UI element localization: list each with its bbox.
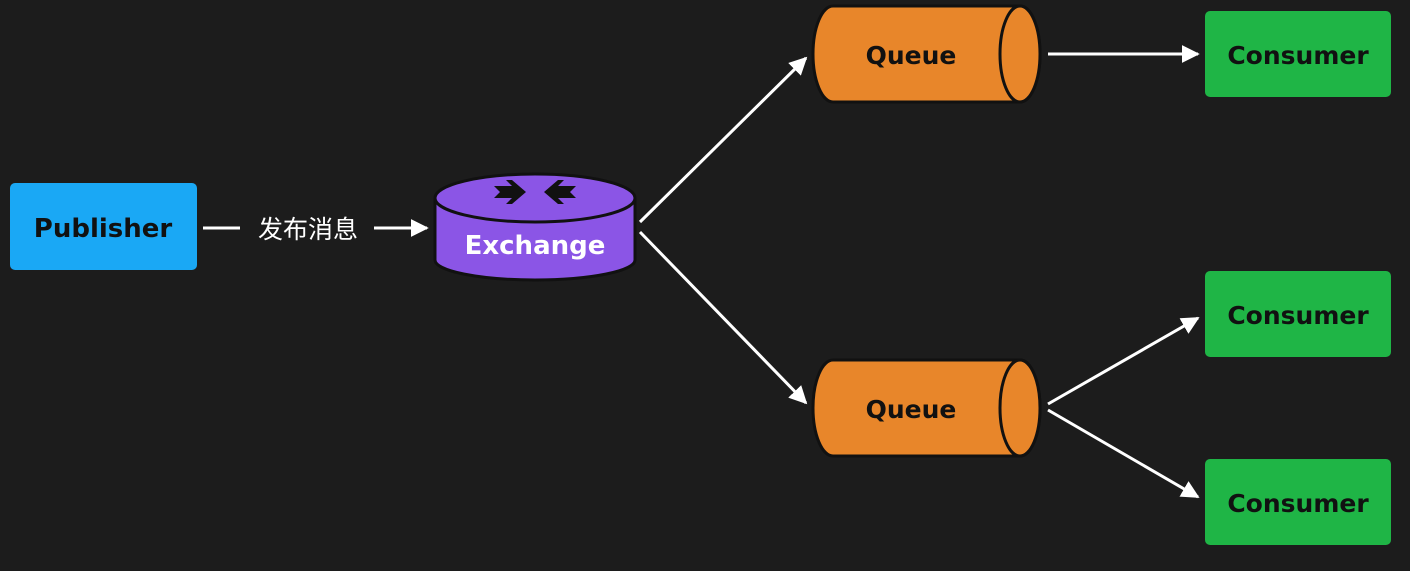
consumer-2-label: Consumer — [1227, 301, 1369, 330]
exchange-label: Exchange — [465, 231, 606, 261]
publisher-node: Publisher — [10, 183, 197, 270]
publish-edge-label: 发布消息 — [258, 215, 358, 244]
consumer-node-1: Consumer — [1205, 11, 1391, 97]
exchange-to-queue-1-arrow — [638, 56, 808, 224]
exchange-node: Exchange — [433, 172, 637, 282]
queue-node-2: Queue — [811, 358, 1042, 458]
queue-2-label: Queue — [866, 395, 957, 424]
queue-node-1: Queue — [811, 4, 1042, 104]
publisher-label: Publisher — [34, 214, 173, 244]
consumer-node-2: Consumer — [1205, 271, 1391, 357]
consumer-node-3: Consumer — [1205, 459, 1391, 545]
queue-2-to-consumer-2-arrow — [1047, 316, 1200, 406]
exchange-router-icon — [494, 180, 576, 204]
queue-2-to-consumer-3-arrow — [1047, 408, 1200, 499]
queue-1-label: Queue — [866, 41, 957, 70]
exchange-to-queue-2-arrow — [638, 230, 808, 405]
consumer-3-label: Consumer — [1227, 489, 1369, 518]
publish-edge: 发布消息 — [203, 215, 429, 244]
consumer-1-label: Consumer — [1227, 41, 1369, 70]
